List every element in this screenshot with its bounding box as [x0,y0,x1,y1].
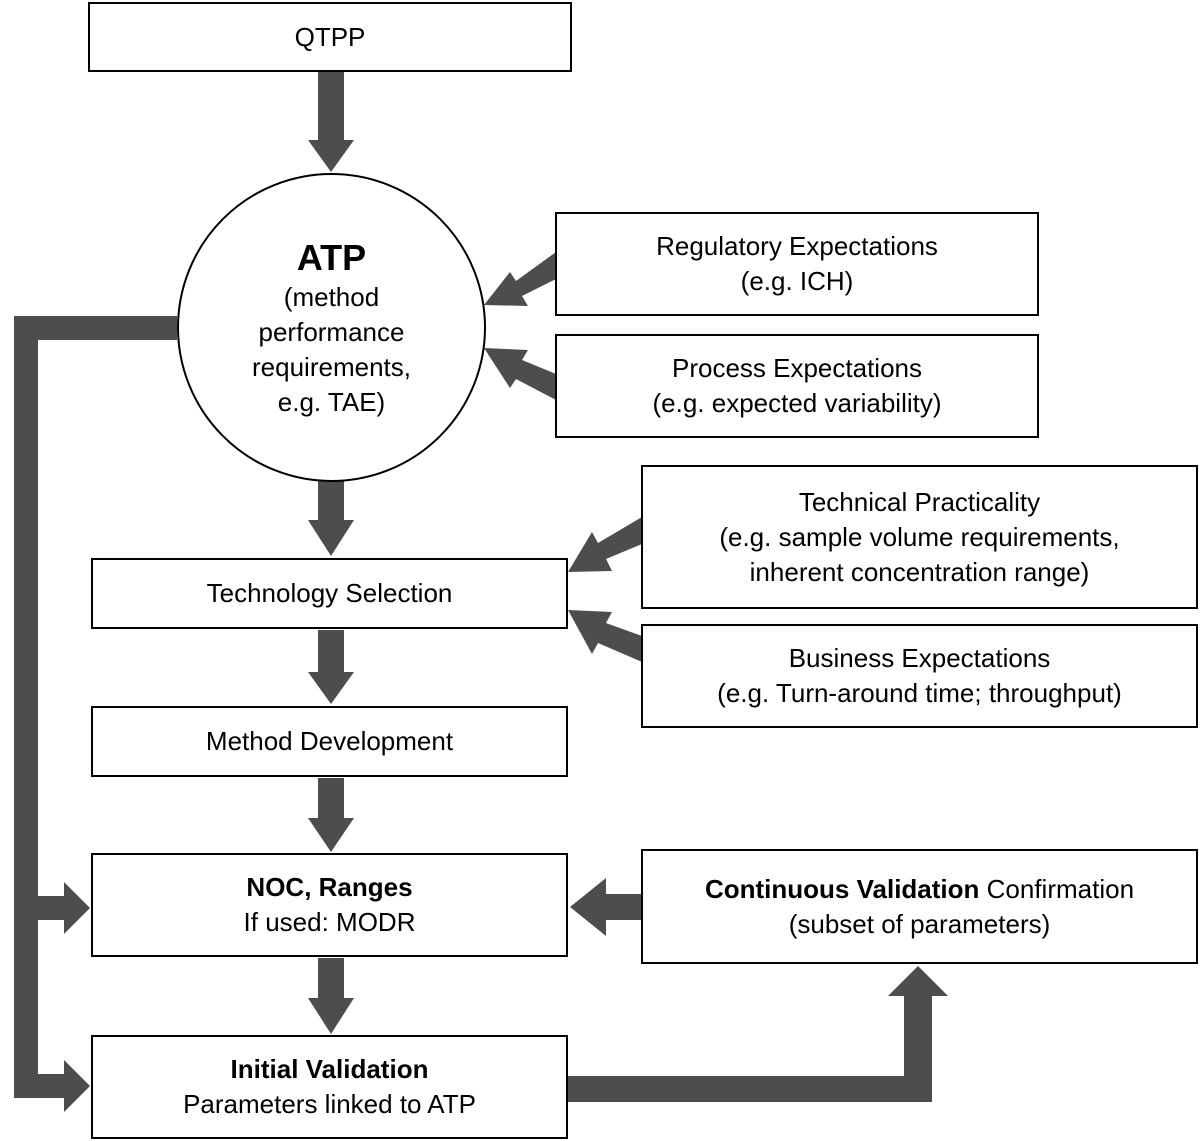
arrow-business-to-technology [568,610,642,662]
continuous-validation-box: Continuous Validation Confirmation (subs… [641,849,1198,964]
arrow-method-to-noc [308,778,354,852]
qtpp-label: QTPP [294,21,366,52]
process-expectations-box: Process Expectations (e.g. expected vari… [555,334,1039,438]
technical-practicality-box: Technical Practicality (e.g. sample volu… [641,465,1198,609]
noc-title: NOC, Ranges [246,872,413,902]
noc-ranges-box: NOC, Ranges If used: MODR [91,853,568,957]
method-development-box: Method Development [91,706,568,777]
business-example: (e.g. Turn-around time; throughput) [717,678,1122,708]
qtpp-box: QTPP [88,2,572,72]
process-title: Process Expectations [671,353,922,383]
arrow-technical-to-technology [568,517,642,572]
arrow-atp-feedback-loop [14,316,177,1112]
atp-text-line: (method [283,281,380,312]
technical-title: Technical Practicality [798,486,1041,517]
continuous-title-rest: Confirmation [979,873,1135,904]
technical-example-line: (e.g. sample volume requirements, [719,521,1120,552]
arrow-initial-to-continuous [568,966,948,1102]
atp-title: ATP [296,236,367,278]
arrow-noc-to-initial [308,958,354,1034]
business-expectations-box: Business Expectations (e.g. Turn-around … [641,624,1198,728]
continuous-title-bold: Continuous Validation [704,873,980,904]
arrow-technology-to-method [308,630,354,704]
arrow-continuous-to-noc [570,878,642,936]
process-example: (e.g. expected variability) [652,388,942,418]
regulatory-example: (e.g. ICH) [740,266,854,296]
atp-text-line: e.g. TAE) [277,386,386,417]
technology-selection-label: Technology Selection [206,578,453,608]
technology-selection-box: Technology Selection [91,558,568,629]
initial-validation-box: Initial Validation Parameters linked to … [91,1035,568,1139]
arrow-regulatory-to-atp [484,252,556,306]
noc-modr-text: If used: MODR [243,907,416,937]
method-development-label: Method Development [205,726,454,756]
business-title: Business Expectations [788,643,1051,673]
atp-circle: ATP (method performance requirements, e.… [177,173,486,482]
regulatory-expectations-box: Regulatory Expectations (e.g. ICH) [555,212,1039,316]
atp-text-line: performance [258,316,405,347]
arrow-process-to-atp [484,348,556,400]
technical-example-line: inherent concentration range) [749,556,1090,587]
regulatory-title: Regulatory Expectations [656,231,938,261]
initial-validation-title: Initial Validation [230,1054,429,1084]
atp-text-line: requirements, [252,351,411,382]
initial-validation-subtitle: Parameters linked to ATP [183,1089,476,1119]
arrow-atp-to-technology [308,478,354,556]
continuous-subtitle: (subset of parameters) [788,908,1051,939]
continuous-title: Continuous Validation Confirmation [705,872,1134,907]
arrow-qtpp-to-atp [308,72,354,172]
